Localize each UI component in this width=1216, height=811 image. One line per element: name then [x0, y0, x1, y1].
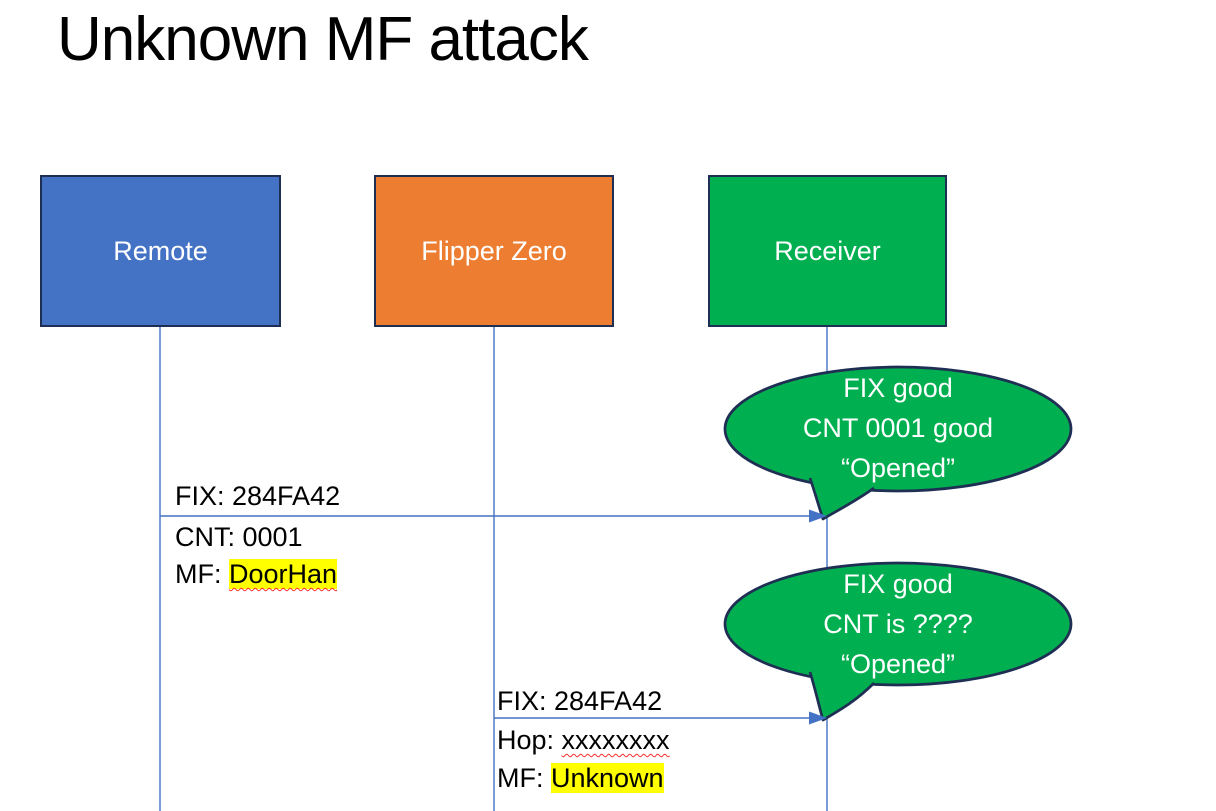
- callout-bubble-1-tail: [808, 477, 875, 521]
- callout-bubble-2: [723, 561, 1073, 722]
- callout-bubble-1: [723, 365, 1073, 521]
- message2-hop-label: Hop: xxxxxxxx: [497, 724, 670, 756]
- message2-fix-label: FIX: 284FA42: [497, 686, 663, 716]
- message2-mf-prefix: MF:: [497, 763, 551, 793]
- callout1-text: FIX good CNT 0001 good “Opened”: [725, 368, 1071, 488]
- actor-box-flipper-zero: Flipper Zero: [374, 175, 614, 327]
- message2-hop-prefix: Hop:: [497, 725, 562, 755]
- callout-bubble-2-ellipse: [723, 561, 1073, 687]
- message2-mf-label: MF: Unknown: [497, 762, 664, 794]
- message-arrow-1-head: [809, 509, 827, 523]
- actor-box-receiver: Receiver: [708, 175, 947, 327]
- callout2-line1: FIX good: [843, 569, 953, 599]
- message2-hop-value: xxxxxxxx: [561, 725, 670, 755]
- message1-cnt-label: CNT: 0001: [175, 522, 303, 552]
- callout2-line3: “Opened”: [840, 649, 956, 679]
- callout-bubble-1-ellipse: [723, 365, 1073, 493]
- message2-mf-value-highlighted: Unknown: [551, 763, 664, 793]
- callout2-text: FIX good CNT is ???? “Opened”: [725, 564, 1071, 684]
- actor-label-receiver: Receiver: [774, 235, 881, 266]
- message1-fix-label: FIX: 284FA42: [175, 481, 341, 511]
- message1-mf-value-highlighted: DoorHan: [229, 559, 338, 589]
- slide-title: Unknown MF attack: [57, 5, 589, 74]
- actor-label-remote: Remote: [113, 235, 208, 266]
- callout1-line1: FIX good: [843, 373, 953, 403]
- actor-label-flipper-zero: Flipper Zero: [421, 235, 567, 266]
- message1-mf-prefix: MF:: [175, 559, 229, 589]
- callout-bubble-2-tail: [808, 671, 875, 722]
- message1-mf-label: MF: DoorHan: [175, 558, 338, 590]
- callout1-line3: “Opened”: [840, 453, 956, 483]
- actor-box-remote: Remote: [40, 175, 281, 327]
- message-arrow-flipper-to-receiver: [494, 711, 827, 725]
- callout1-line2: CNT 0001 good: [802, 413, 994, 443]
- message-arrow-2-head: [809, 711, 827, 725]
- callout2-line2: CNT is ????: [823, 609, 973, 639]
- message-arrow-remote-to-receiver: [160, 509, 827, 523]
